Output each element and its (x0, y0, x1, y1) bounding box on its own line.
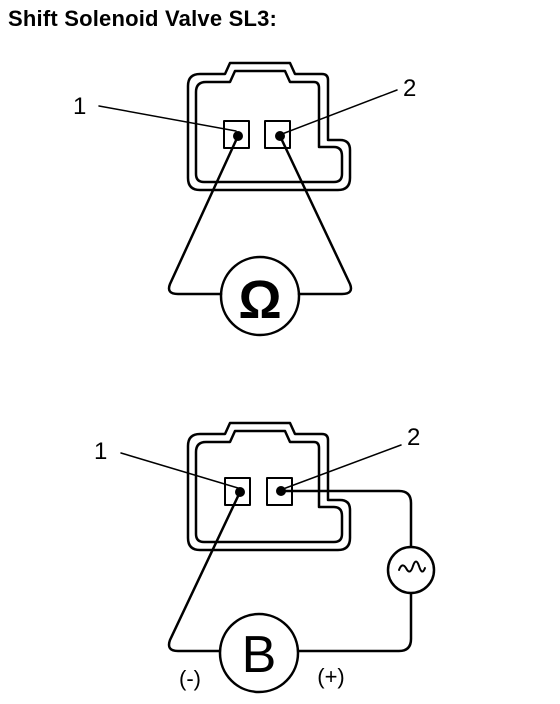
leader-line-1 (98, 105, 237, 132)
leader-line-1 (120, 452, 239, 489)
connector-housing-inner (194, 429, 344, 544)
positive-return-wire (297, 592, 413, 653)
bulb-icon (386, 545, 436, 595)
probe-wire-2 (278, 134, 353, 296)
negative-terminal-label: (-) (179, 666, 201, 691)
ohmmeter-icon (219, 255, 301, 337)
probe-wire-1 (167, 134, 240, 296)
connector-housing-outer (186, 421, 352, 552)
pin-1-label-top: 1 (73, 93, 86, 120)
top-diagram (98, 61, 398, 337)
page-title: Shift Solenoid Valve SL3: (8, 6, 278, 31)
terminal-2 (264, 120, 291, 149)
battery-symbol: B (242, 626, 277, 684)
positive-terminal-label: (+) (317, 664, 345, 689)
leader-line-2 (281, 89, 398, 135)
bulb-filament (398, 560, 426, 573)
connector-housing-outer (186, 61, 352, 192)
pin-1-label-bottom: 1 (94, 438, 107, 465)
negative-wire (167, 490, 242, 653)
battery-icon (218, 612, 300, 694)
leader-line-2 (282, 444, 402, 490)
terminal-1 (224, 477, 251, 506)
terminal-1 (223, 120, 250, 149)
connector-housing-inner (194, 69, 344, 184)
positive-wire (279, 489, 413, 548)
pin-2-label-bottom: 2 (407, 424, 420, 451)
ohm-symbol: Ω (238, 270, 281, 330)
pin-2-label-top: 2 (403, 75, 416, 102)
bottom-diagram (120, 421, 436, 694)
